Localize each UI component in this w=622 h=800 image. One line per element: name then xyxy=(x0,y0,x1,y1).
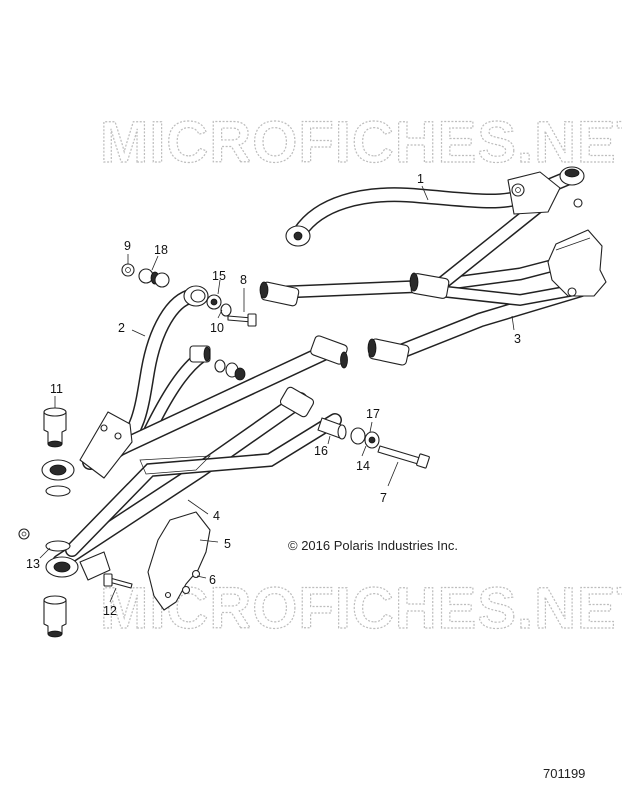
callout-10: 10 xyxy=(210,321,224,335)
callout-labels: 1 2 3 4 5 6 7 8 9 10 11 12 13 14 15 16 1… xyxy=(26,172,521,618)
callout-1: 1 xyxy=(417,172,424,186)
part-6-screws xyxy=(181,569,201,595)
callout-13: 13 xyxy=(26,557,40,571)
callout-6: 6 xyxy=(209,573,216,587)
callout-8: 8 xyxy=(240,273,247,287)
junction-gusset xyxy=(79,411,211,479)
callout-3: 3 xyxy=(514,332,521,346)
lower-pivot-lower-right xyxy=(279,386,315,418)
part-10-washer xyxy=(220,303,232,317)
part-11-ball-joint xyxy=(43,407,67,448)
callout-12: 12 xyxy=(103,604,117,618)
lower-ball-eye xyxy=(45,556,79,578)
bushing-lower xyxy=(367,338,410,366)
part-17-bushing xyxy=(350,427,380,449)
part-7-bolt xyxy=(377,445,430,469)
part-15-washer xyxy=(206,294,222,310)
mid-washer-set xyxy=(214,359,246,381)
part-8-bolt xyxy=(227,313,257,327)
callout-15: 15 xyxy=(212,269,226,283)
bushing-upper-left xyxy=(259,281,300,307)
watermark-top: MICROFICHES.NET xyxy=(100,110,622,175)
callout-14: 14 xyxy=(356,459,370,473)
leader-lines xyxy=(39,185,515,603)
lower-a-arm-assembly xyxy=(41,285,348,581)
upper-knuckle-mount xyxy=(507,166,585,215)
upper-ball-joint-end xyxy=(285,225,311,247)
lower-pivot-upper-right xyxy=(310,335,348,369)
lower-bracket xyxy=(79,551,111,581)
callout-17: 17 xyxy=(366,407,380,421)
callout-18: 18 xyxy=(154,243,168,257)
callout-7: 7 xyxy=(380,491,387,505)
upper-guard-plate xyxy=(547,229,607,297)
part-13-retaining-ring xyxy=(18,528,71,552)
part-9-nut xyxy=(121,263,135,277)
part-16-sleeve xyxy=(317,417,347,440)
callout-9: 9 xyxy=(124,239,131,253)
callout-4: 4 xyxy=(213,509,220,523)
lower-ball-joint xyxy=(43,595,67,638)
callout-11: 11 xyxy=(50,382,63,396)
part-5-guard-plate xyxy=(147,511,211,611)
part-12-bolt xyxy=(103,573,133,589)
diagram-number: 701199 xyxy=(543,766,586,781)
callout-5: 5 xyxy=(224,537,231,551)
callout-16: 16 xyxy=(314,444,328,458)
callout-2: 2 xyxy=(118,321,125,335)
lower-pivot-mid xyxy=(189,345,211,363)
upper-a-arm-assembly xyxy=(259,166,607,366)
copyright-notice: © 2016 Polaris Industries Inc. xyxy=(288,538,458,553)
upper-ball-eye xyxy=(41,459,75,497)
lower-pivot-top xyxy=(183,285,209,307)
bushing-upper-mid xyxy=(409,272,450,299)
part-18-washers xyxy=(138,268,170,288)
